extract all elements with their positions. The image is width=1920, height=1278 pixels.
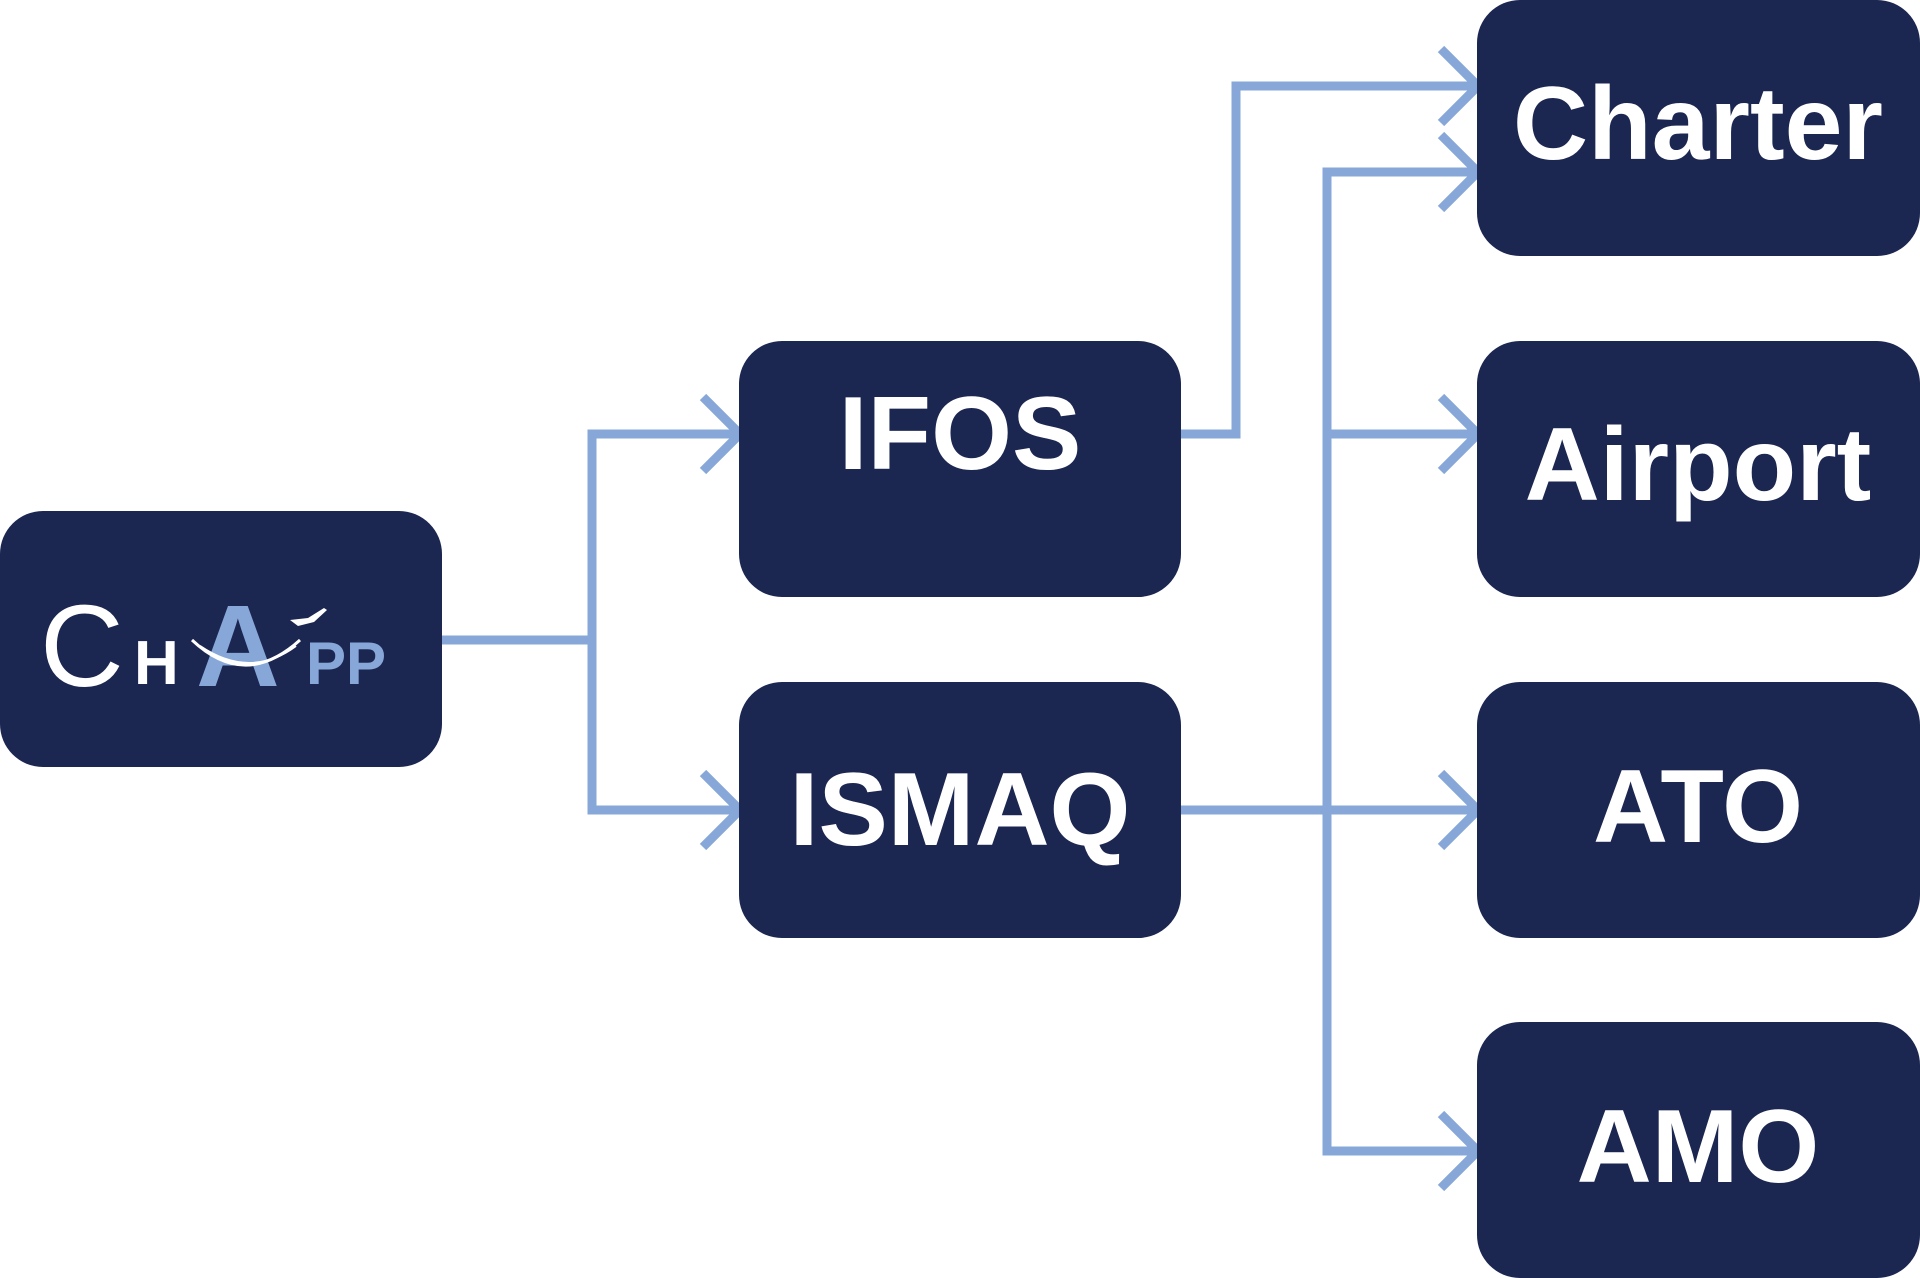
logo-swoosh-2 (199, 645, 297, 664)
node-ifos-box (739, 341, 1181, 597)
node-amo: AMO (1477, 1022, 1920, 1278)
node-ato-label: ATO (1593, 749, 1803, 865)
node-charter: Charter (1477, 0, 1920, 256)
node-amo-label: AMO (1577, 1089, 1820, 1205)
logo-letter-c: C (40, 581, 124, 711)
connector-ifos-to-charter (1180, 81, 1478, 439)
connector-chapp-to-ifos (587, 429, 740, 810)
connector-chapp-to-ismaq (587, 640, 740, 815)
node-ato: ATO (1477, 682, 1920, 938)
node-airport-box (1477, 341, 1920, 597)
node-ifos-label: IFOS (839, 376, 1082, 492)
node-ismaq-box (739, 682, 1181, 938)
node-chapp: C H A PP (0, 511, 442, 767)
node-chapp-box (0, 511, 442, 767)
logo-letter-h: H (134, 629, 179, 698)
chapp-logo: C H A PP (40, 581, 386, 711)
node-airport: Airport (1477, 341, 1920, 597)
connectors (442, 45, 1485, 1192)
logo-swoosh (190, 638, 302, 667)
node-ato-box (1477, 682, 1920, 938)
node-ifos: IFOS (739, 341, 1181, 597)
airplane-icon (290, 608, 327, 626)
connector-ismaq-bus (1322, 167, 1478, 1156)
logo-letters-pp: PP (306, 630, 386, 697)
node-airport-label: Airport (1525, 407, 1872, 523)
node-ismaq-label: ISMAQ (790, 752, 1131, 868)
node-amo-box (1477, 1022, 1920, 1278)
node-ismaq: ISMAQ (739, 682, 1181, 938)
node-charter-box (1477, 0, 1920, 256)
node-charter-label: Charter (1513, 66, 1883, 182)
logo-letter-a: A (196, 581, 280, 711)
